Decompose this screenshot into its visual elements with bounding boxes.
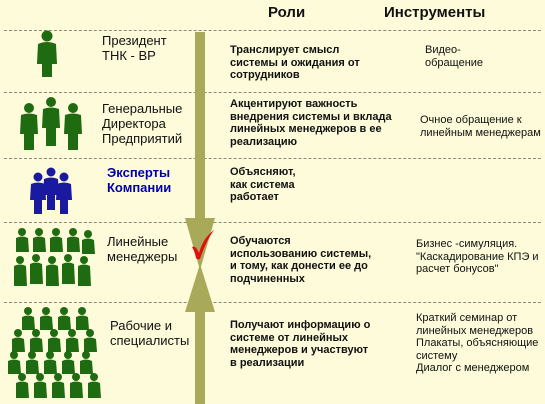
down-arrow-icon: [185, 32, 215, 270]
row-role: Транслирует смысл системы и ожидания от …: [230, 44, 360, 81]
people-group-icon: [20, 97, 82, 150]
divider: [4, 30, 541, 31]
people-group-icon: [30, 167, 72, 214]
row-tool: Очное обращение к линейным менеджерам: [420, 114, 541, 139]
row-tool: Видео- обращение: [425, 44, 484, 69]
people-group-icon: [37, 30, 57, 77]
up-arrow-icon: [185, 264, 215, 404]
arrows-graphic: [185, 32, 215, 404]
row-role: Акцентируют важность внедрения системы и…: [230, 98, 392, 148]
people-group-icon: [8, 307, 101, 398]
header-roles: Роли: [268, 4, 306, 21]
row-name: Рабочие и специалисты: [110, 318, 190, 348]
divider: [4, 158, 541, 159]
people-group-icon: [14, 228, 95, 286]
row-name: Генеральные Директора Предприятий: [102, 101, 183, 146]
row-tool: Бизнес -симуляция. "Каскадирование КПЭ и…: [416, 238, 539, 275]
row-role: Объясняют, как система работает: [230, 166, 296, 203]
divider: [4, 222, 541, 223]
row-role: Получают информацию о системе от линейны…: [230, 319, 371, 369]
row-role: Обучаются использованию системы, и тому,…: [230, 235, 372, 285]
header-tools: Инструменты: [384, 4, 486, 21]
divider: [4, 92, 541, 93]
row-name: Эксперты Компании: [107, 165, 172, 195]
checkmark-icon: [192, 230, 214, 260]
row-name: Президент ТНК - ВР: [102, 33, 167, 63]
row-name: Линейные менеджеры: [107, 234, 178, 264]
row-tool: Краткий семинар от линейных менеджеров П…: [416, 312, 539, 374]
divider: [4, 302, 541, 303]
